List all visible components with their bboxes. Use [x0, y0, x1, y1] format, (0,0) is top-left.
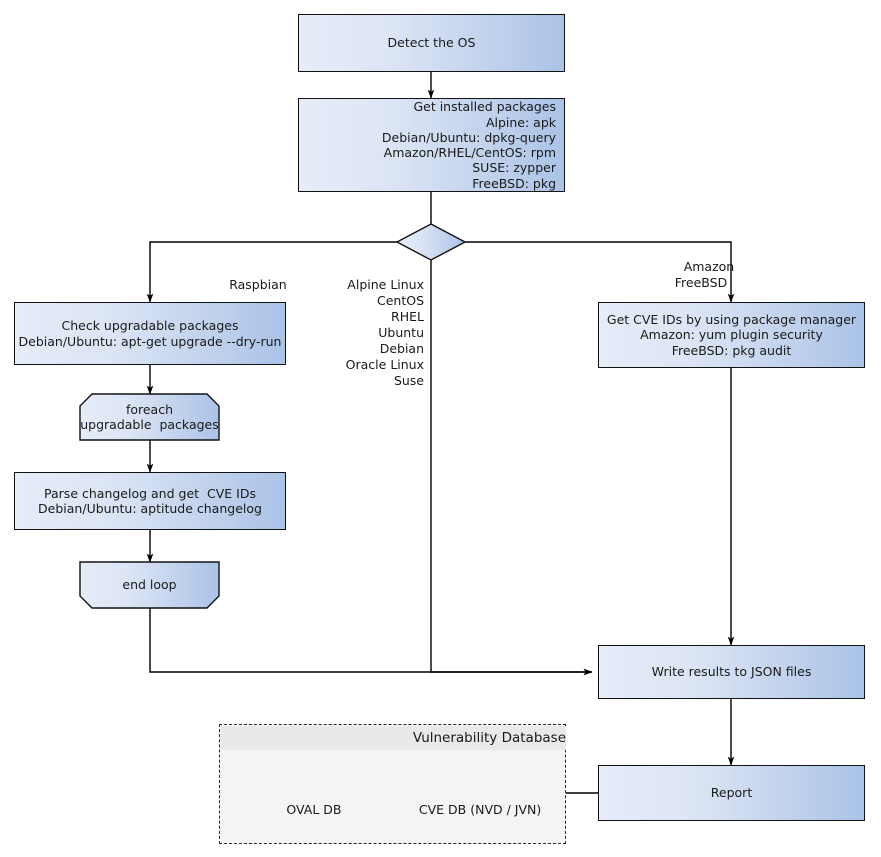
- node-end-loop[interactable]: end loop: [80, 562, 219, 608]
- node-report[interactable]: Report: [598, 765, 865, 821]
- node-detect-the-os[interactable]: Detect the OS: [298, 14, 565, 72]
- node-end-loop-label: end loop: [122, 577, 177, 593]
- node-get-cve-ids[interactable]: Get CVE IDs by using package manager Ama…: [598, 302, 865, 368]
- node-check-upgradable-packages[interactable]: Check upgradable packages Debian/Ubuntu:…: [14, 302, 286, 365]
- edge-label-raspbian-text: Raspbian: [229, 277, 287, 292]
- edge-decision-bottom: [430, 260, 593, 676]
- edge-label-right-os-list: Amazon FreeBSD: [631, 243, 771, 307]
- node-get-cve-ids-label: Get CVE IDs by using package manager Ama…: [606, 312, 857, 358]
- vulnerability-database-title-text: Vulnerability Database: [412, 730, 566, 746]
- node-parse-changelog[interactable]: Parse changelog and get CVE IDs Debian/U…: [14, 472, 286, 530]
- decision-diamond: [395, 223, 467, 261]
- edge-endloop-to-write: [149, 608, 593, 676]
- node-detect-the-os-label: Detect the OS: [387, 35, 476, 51]
- edge-label-raspbian: Raspbian: [150, 261, 350, 309]
- node-parse-changelog-label: Parse changelog and get CVE IDs Debian/U…: [38, 485, 262, 516]
- node-write-results[interactable]: Write results to JSON files: [598, 645, 865, 699]
- oval-db-label-text: OVAL DB: [286, 802, 342, 817]
- node-get-installed-packages-label: Get installed packages Alpine: apk Debia…: [381, 99, 556, 191]
- edge-label-middle-os-text: Alpine Linux CentOS RHEL Ubuntu Debian O…: [345, 277, 424, 388]
- cve-db-label-text: CVE DB (NVD / JVN): [418, 802, 542, 817]
- oval-db-label: OVAL DB: [234, 787, 378, 832]
- node-foreach-loop[interactable]: foreach upgradable packages: [80, 394, 219, 440]
- vulnerability-database-title: Vulnerability Database: [221, 726, 566, 750]
- cve-db-label: CVE DB (NVD / JVN): [403, 787, 541, 832]
- edge-label-right-os-text: Amazon FreeBSD: [674, 259, 735, 290]
- node-foreach-loop-label: foreach upgradable packages: [80, 401, 219, 432]
- node-write-results-label: Write results to JSON files: [651, 664, 812, 680]
- node-get-installed-packages[interactable]: Get installed packages Alpine: apk Debia…: [298, 98, 565, 192]
- edge-label-middle-os-list: Alpine Linux CentOS RHEL Ubuntu Debian O…: [281, 261, 424, 405]
- node-report-label: Report: [710, 785, 753, 801]
- node-check-upgradable-packages-label: Check upgradable packages Debian/Ubuntu:…: [18, 318, 282, 349]
